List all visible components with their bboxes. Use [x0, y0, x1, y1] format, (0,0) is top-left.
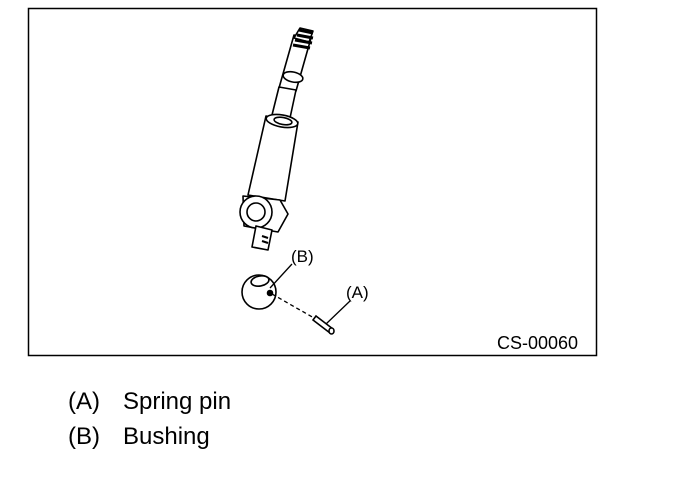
legend-key-b: (B) — [68, 423, 100, 450]
rod-tip — [292, 27, 314, 50]
insertion-line — [271, 293, 315, 319]
spring-pin-part — [311, 314, 335, 335]
callout-a: (A) — [346, 283, 369, 302]
legend-text-spring-pin: Spring pin — [123, 388, 232, 415]
legend-key-a: (A) — [68, 388, 100, 415]
bushing-part — [241, 274, 277, 310]
figure-code: CS-00060 — [497, 333, 578, 353]
shift-rod-drawing — [239, 27, 314, 251]
leader-a — [325, 300, 351, 325]
callout-b: (B) — [291, 247, 314, 266]
leader-b — [269, 263, 293, 289]
legend-text-bushing: Bushing — [123, 423, 210, 450]
figure-frame — [27, 7, 598, 357]
